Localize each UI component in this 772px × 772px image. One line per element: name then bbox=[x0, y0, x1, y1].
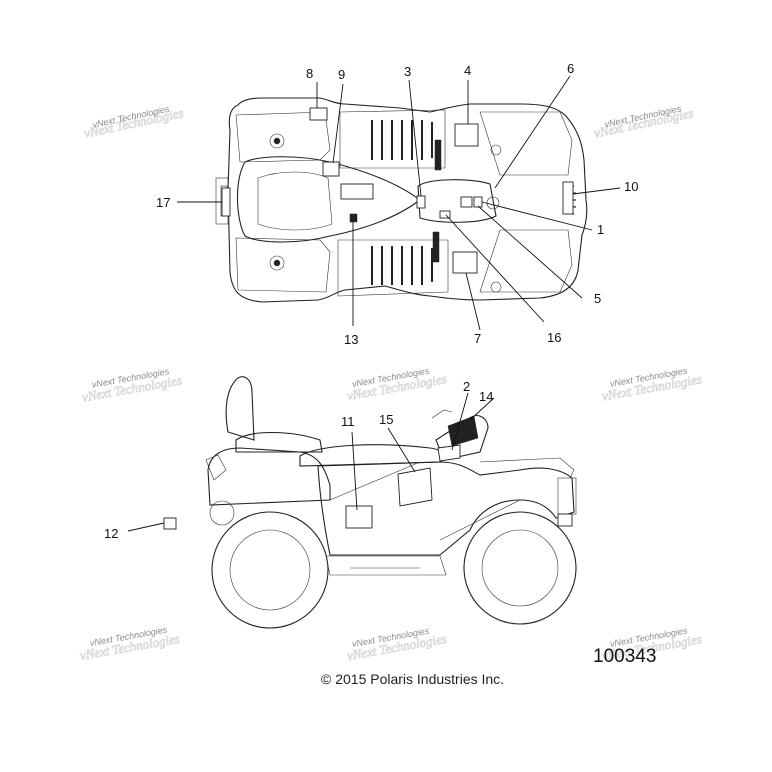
decal-1 bbox=[460, 196, 473, 208]
left-footwell bbox=[339, 109, 446, 169]
copyright-notice: © 2015 Polaris Industries Inc. bbox=[321, 671, 504, 687]
body-side-panel bbox=[317, 461, 575, 556]
seat-outline bbox=[236, 156, 421, 243]
rear-left-hub-center bbox=[273, 137, 281, 145]
rear-muffler bbox=[209, 500, 235, 526]
rear-fender bbox=[207, 447, 331, 506]
decal-center-seat bbox=[340, 183, 374, 200]
decal-5 bbox=[473, 196, 483, 208]
decal-12 bbox=[163, 517, 177, 530]
front-rack-upper bbox=[479, 111, 573, 176]
decal-16 bbox=[439, 210, 451, 219]
callout-11: 11 bbox=[341, 414, 355, 429]
front-right-hub bbox=[490, 281, 502, 293]
fuel-tank-console bbox=[417, 179, 497, 223]
decal-8 bbox=[309, 107, 328, 121]
callout-10: 10 bbox=[624, 179, 638, 194]
watermark-layer: vNext Technologies vNext Technologies vN… bbox=[78, 103, 703, 664]
decal-10 bbox=[562, 181, 574, 215]
front-left-hub bbox=[490, 144, 502, 156]
floorboard bbox=[325, 555, 447, 576]
decal-7 bbox=[452, 251, 478, 274]
frame-lines bbox=[329, 461, 521, 541]
rear-right-hub-center bbox=[273, 259, 281, 267]
shock-lower bbox=[432, 231, 440, 263]
top-view-leaders bbox=[177, 75, 621, 331]
callout-5: 5 bbox=[594, 291, 601, 306]
decal-11 bbox=[345, 505, 373, 529]
callout-14: 14 bbox=[479, 389, 493, 404]
decal-14 bbox=[447, 415, 479, 447]
callout-6: 6 bbox=[567, 61, 574, 76]
front-rack-lower bbox=[479, 229, 573, 293]
front-bumper-plate bbox=[557, 513, 573, 527]
callout-12: 12 bbox=[104, 526, 118, 541]
seat-inner bbox=[257, 171, 333, 231]
callout-17: 17 bbox=[156, 195, 170, 210]
front-wheel-rim bbox=[481, 529, 559, 607]
left-footwell-tread bbox=[371, 120, 433, 160]
front-wheel bbox=[463, 511, 577, 625]
callout-13: 13 bbox=[344, 332, 358, 347]
atv-top-view bbox=[215, 97, 588, 303]
callout-1: 1 bbox=[597, 222, 604, 237]
callout-9: 9 bbox=[338, 67, 345, 82]
rear-wheel bbox=[211, 511, 329, 629]
front-rack-side bbox=[479, 457, 575, 479]
rear-right-hub bbox=[269, 255, 285, 271]
callout-3: 3 bbox=[404, 64, 411, 79]
callout-2: 2 bbox=[463, 379, 470, 394]
callout-4: 4 bbox=[464, 63, 471, 78]
rear-handle bbox=[235, 431, 323, 453]
decal-15 bbox=[397, 467, 433, 507]
shock-upper bbox=[434, 139, 442, 171]
rear-rack-lower bbox=[235, 237, 331, 293]
callout-8: 8 bbox=[306, 66, 313, 81]
decal-9 bbox=[322, 161, 340, 177]
rear-wheel-rim bbox=[229, 529, 311, 611]
callout-16: 16 bbox=[547, 330, 561, 345]
right-footwell-tread bbox=[371, 246, 433, 285]
part-number: 100343 bbox=[593, 646, 656, 667]
top-body-outline bbox=[227, 97, 588, 303]
right-footwell bbox=[337, 239, 449, 297]
tail-light bbox=[205, 454, 227, 481]
handlebar bbox=[431, 409, 453, 419]
callout-7: 7 bbox=[474, 331, 481, 346]
decal-3 bbox=[416, 195, 426, 209]
decal-13 bbox=[349, 213, 358, 223]
callout-15: 15 bbox=[379, 412, 393, 427]
seat-backrest bbox=[225, 376, 255, 441]
decal-4 bbox=[454, 123, 479, 147]
decal-17 bbox=[221, 187, 231, 217]
decal-2 bbox=[437, 444, 461, 462]
side-view-leaders bbox=[127, 392, 495, 532]
rear-left-hub bbox=[269, 133, 285, 149]
